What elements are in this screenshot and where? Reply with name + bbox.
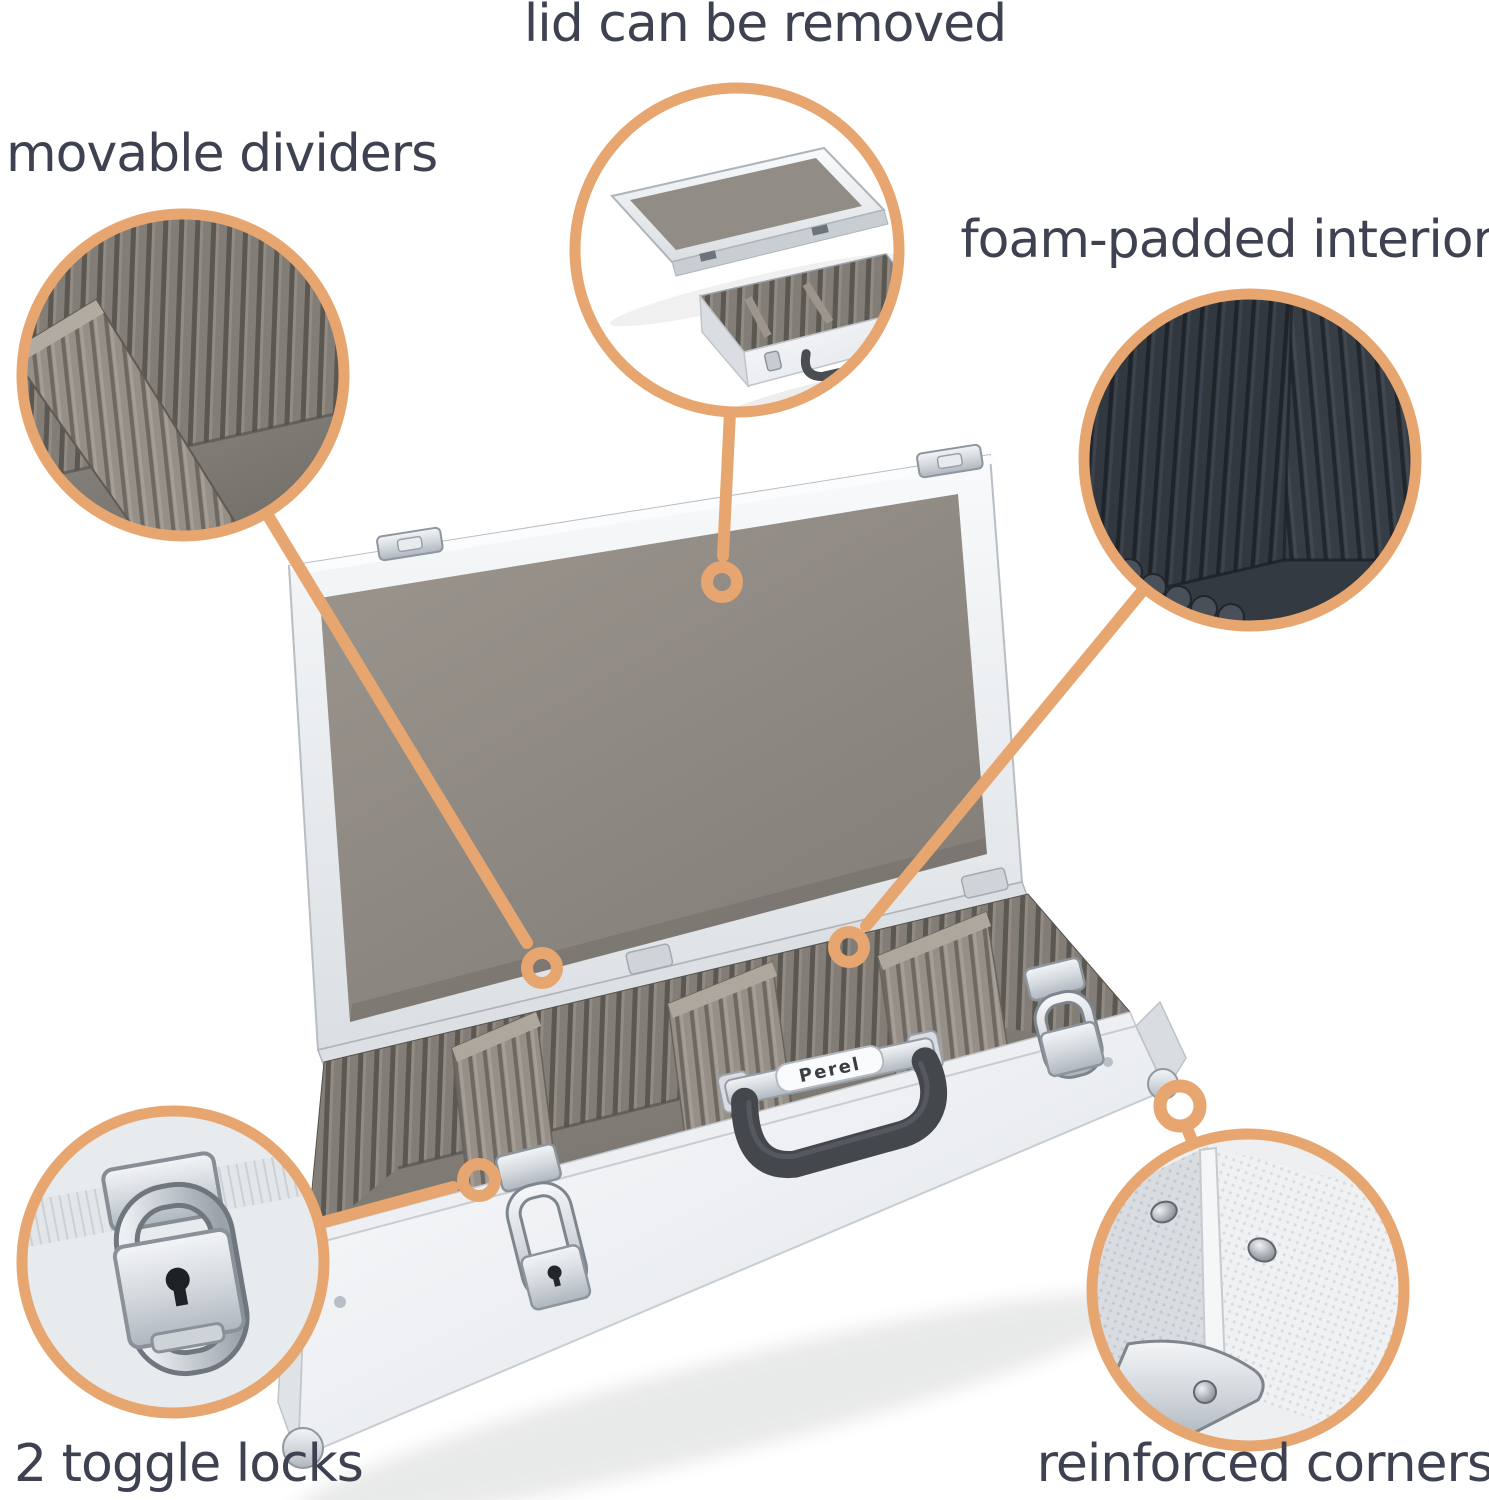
callout-bubble-locks (16, 1105, 330, 1419)
zoomed-toggle-lock (101, 1151, 250, 1377)
callout-bubble-lid (569, 82, 905, 418)
label-movable-dividers: movable dividers (6, 124, 438, 184)
callout-ring-corners (1153, 1079, 1207, 1133)
product-photo: Perel (277, 443, 1187, 1500)
bubble-corners-photo (1092, 1134, 1404, 1446)
corner-protector-left (282, 1427, 324, 1469)
brand-plate (775, 1045, 885, 1093)
callout-line-locks (314, 1181, 459, 1229)
toggle-lock-right (1023, 956, 1105, 1079)
callout-lines (261, 406, 1150, 1229)
label-foam-padded-interior: foam-padded interior (960, 210, 1489, 270)
callout-ring-lid (701, 561, 743, 603)
hinge-tab-left (625, 943, 674, 975)
lid-latch-keeper-left (376, 526, 444, 562)
lid-foam (320, 494, 987, 1022)
callout-line-lid (717, 406, 736, 562)
lid-latch-keeper-right (916, 443, 984, 479)
label-reinforced-corners: reinforced corners (1036, 1434, 1489, 1494)
case-lid (287, 443, 1024, 1052)
case-shadow (292, 1292, 1148, 1500)
callout-ring-foam (828, 926, 870, 968)
mini-lid-tray (610, 146, 889, 277)
case-handle: Perel (716, 1030, 948, 1178)
hinge-tab-right (960, 867, 1009, 899)
right-end-face (1135, 1000, 1187, 1092)
label-2-toggle-locks: 2 toggle locks (14, 1434, 364, 1494)
callout-line-foam (860, 583, 1150, 932)
callout-rings (457, 561, 1207, 1202)
callout-ring-locks (457, 1158, 501, 1202)
bubble-locks-photo (22, 1111, 324, 1413)
bubble-dividers-photo (22, 214, 344, 536)
handle-grip (731, 1047, 948, 1178)
label-lid-can-be-removed: lid can be removed (523, 0, 1007, 54)
callout-bubble-dividers (16, 208, 350, 542)
callout-bubble-corners (1086, 1128, 1410, 1452)
callout-line-dividers (261, 508, 533, 949)
callout-ring-dividers (521, 947, 563, 989)
toggle-lock-left (495, 1142, 592, 1311)
callout-bubble-foam (1078, 288, 1422, 632)
